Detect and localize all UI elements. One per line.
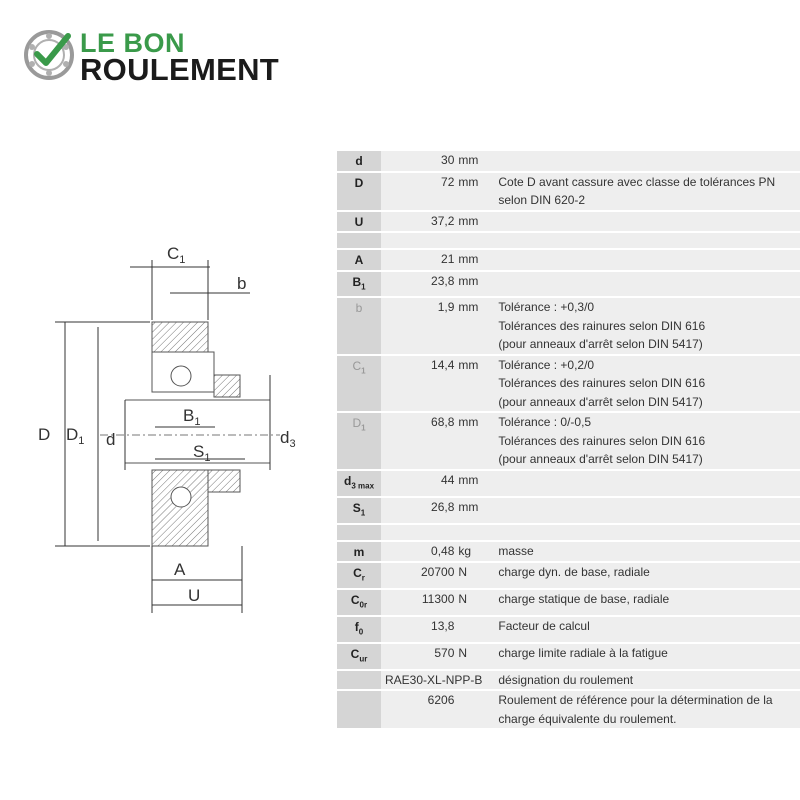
spec-key: S1 [337, 497, 381, 523]
spec-key: Cr [337, 563, 381, 589]
spec-key [337, 691, 381, 729]
logo-text-bottom: ROULEMENT [80, 52, 280, 87]
label-D1: D1 [66, 425, 84, 447]
label-b: b [237, 274, 246, 293]
spec-description: charge limite radiale à la fatigue [488, 643, 800, 669]
spec-key: C0r [337, 590, 381, 615]
label-U: U [188, 586, 200, 605]
spec-key: d [337, 151, 381, 171]
spec-description: désignation du roulement [488, 670, 800, 690]
label-d3: d3 [280, 428, 296, 450]
spec-description [488, 470, 800, 496]
spec-key: d3 max [337, 470, 381, 496]
spec-description: charge statique de base, radiale [488, 590, 800, 615]
spec-description: Cote D avant cassure avec classe de tolé… [488, 172, 800, 210]
logo-text-top: LE BON [80, 28, 186, 58]
spec-value: 6206 [381, 691, 489, 729]
spec-description: Roulement de référence pour la détermina… [488, 691, 800, 729]
label-d: d [106, 430, 115, 449]
spec-description: masse [488, 541, 800, 562]
spec-description: Facteur de calcul [488, 616, 800, 642]
label-S1: S1 [193, 442, 210, 464]
spec-value: 13,8 [381, 616, 489, 642]
spec-spacer-row [337, 233, 800, 248]
spec-spacer-row [337, 524, 800, 540]
spec-description [488, 211, 800, 231]
label-B1: B1 [183, 406, 200, 428]
spec-key: A [337, 250, 381, 270]
spec-key: m [337, 541, 381, 562]
label-A: A [174, 560, 186, 579]
spec-key: f0 [337, 616, 381, 642]
spec-key: D1 [337, 413, 381, 469]
spec-key: U [337, 211, 381, 231]
spec-key: b [337, 298, 381, 354]
spec-description [488, 271, 800, 297]
label-C1: C1 [167, 244, 185, 266]
spec-key: B1 [337, 271, 381, 297]
spec-description [488, 151, 800, 171]
spec-key: C1 [337, 355, 381, 412]
bearing-section-drawing: C1 b D D1 d B1 S1 d3 A U [30, 235, 330, 615]
bearing-check-icon [24, 30, 74, 80]
spec-description [488, 497, 800, 523]
spec-description: charge dyn. de base, radiale [488, 563, 800, 589]
spec-value: RAE30-XL-NPP-B [381, 670, 489, 690]
spec-description [488, 250, 800, 270]
spec-key: D [337, 172, 381, 210]
label-D: D [38, 425, 50, 444]
brand-logo[interactable]: LE BON ROULEMENT [22, 26, 292, 87]
spec-key: Cur [337, 643, 381, 669]
spec-key [337, 670, 381, 690]
